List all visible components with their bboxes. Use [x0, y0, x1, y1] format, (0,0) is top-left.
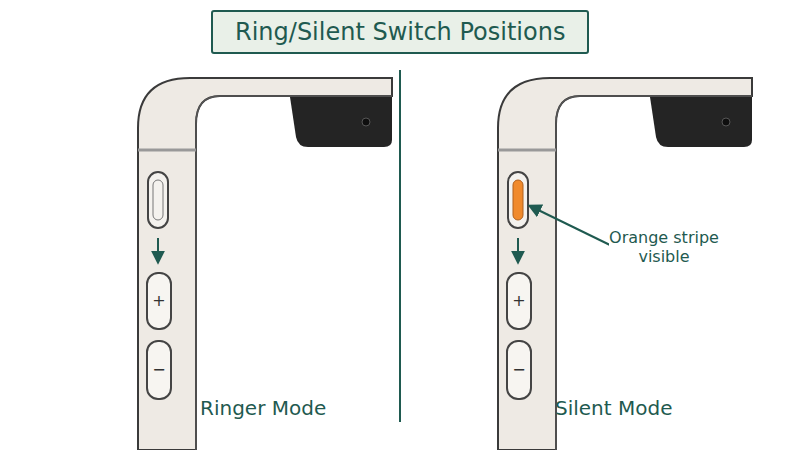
mode-label: Ringer Mode: [200, 396, 326, 420]
divider-line: [399, 70, 401, 422]
phone-left: [138, 78, 392, 450]
button-symbol: −: [152, 362, 165, 378]
callout-label: Orange stripe visible: [609, 228, 719, 266]
button-symbol: +: [512, 293, 525, 309]
volume-button: −: [146, 340, 172, 400]
mode-label: Silent Mode: [555, 396, 672, 420]
phone-right: [498, 78, 752, 450]
volume-button: −: [506, 340, 532, 400]
title-banner: Ring/Silent Switch Positions: [211, 10, 589, 54]
button-symbol: +: [152, 293, 165, 309]
volume-button: +: [506, 272, 532, 330]
leader-line: [530, 206, 612, 246]
button-symbol: −: [512, 362, 525, 378]
volume-button: +: [146, 272, 172, 330]
